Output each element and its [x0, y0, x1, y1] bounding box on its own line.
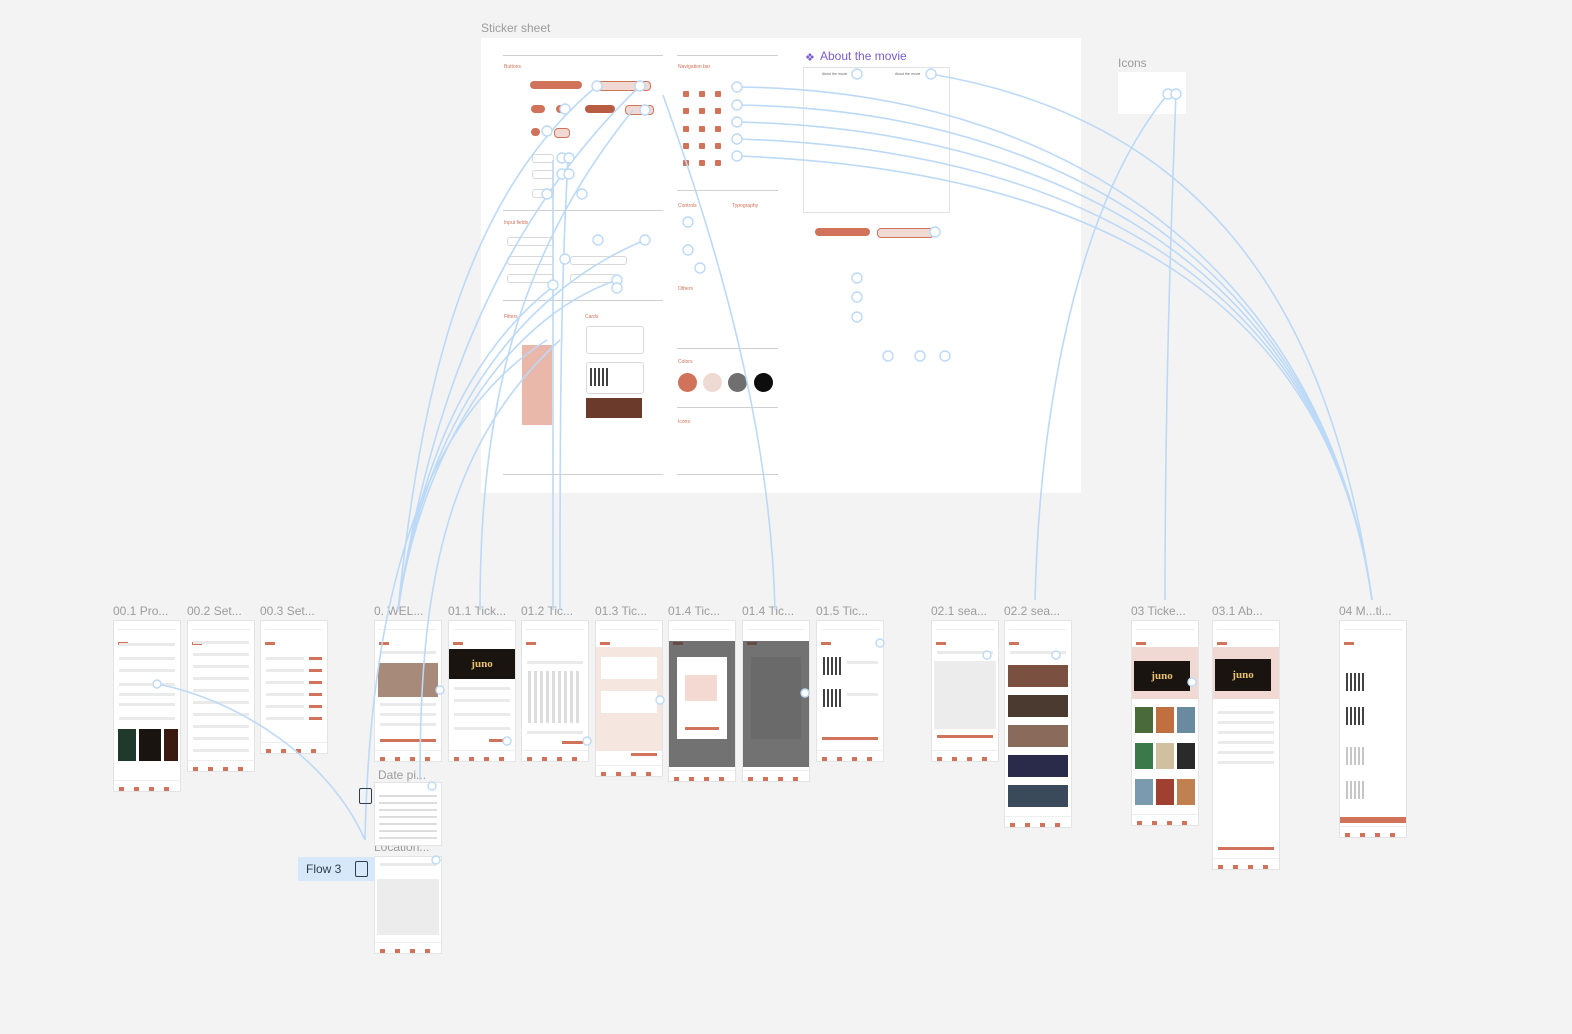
- frame-label[interactable]: 02.2 sea...: [1004, 604, 1061, 618]
- about-movie-component[interactable]: [803, 67, 950, 213]
- flow-3-label: Flow 3: [306, 862, 342, 876]
- prototype-flow-icon: [359, 788, 372, 804]
- divider: [503, 300, 663, 301]
- section-cards: Cards: [585, 314, 599, 320]
- about-movie-title[interactable]: About the movie: [820, 49, 907, 63]
- search-input-sample[interactable]: [570, 256, 627, 265]
- nav-bar-variant: [683, 84, 743, 97]
- section-buttons: Buttons: [504, 64, 521, 70]
- divider: [677, 474, 778, 475]
- nav-bar-variant: [683, 101, 743, 114]
- divider: [503, 210, 663, 211]
- screen-search-list[interactable]: [1004, 620, 1072, 828]
- frame-label[interactable]: 01.4 Tic...: [668, 604, 721, 618]
- section-filters: Filters: [504, 314, 518, 320]
- frame-label[interactable]: 00.3 Set...: [260, 604, 315, 618]
- section-others: Others: [678, 286, 694, 292]
- prototype-flow-icon: [355, 861, 368, 877]
- screen-my-tickets[interactable]: [1339, 620, 1407, 838]
- poster-title: juno: [471, 658, 493, 670]
- theater-card-sample: [586, 398, 642, 418]
- flow-3-button[interactable]: Flow 3: [298, 857, 375, 881]
- frame-label[interactable]: Date pi...: [378, 768, 427, 782]
- section-colors: Colors: [678, 359, 693, 365]
- color-swatch-light: [703, 373, 722, 392]
- frame-label[interactable]: 0. WEL...: [374, 604, 424, 618]
- filter-dropdown-sample[interactable]: [522, 345, 552, 425]
- about-movie-tab-right: About the movie: [895, 72, 921, 76]
- screen-pick-seats[interactable]: [521, 620, 589, 762]
- screen-location[interactable]: [374, 856, 442, 954]
- screen-about-movie[interactable]: juno: [1212, 620, 1280, 870]
- component-icon: ❖: [805, 52, 815, 64]
- divider: [503, 474, 663, 475]
- section-controls: Controls: [678, 203, 697, 209]
- icons-frame-label[interactable]: Icons: [1118, 56, 1147, 70]
- screen-checkout[interactable]: [595, 620, 663, 777]
- frame-label[interactable]: 01.5 Tic...: [816, 604, 869, 618]
- frame-label[interactable]: 03.1 Ab...: [1212, 604, 1263, 618]
- flow-starting-point[interactable]: [356, 786, 374, 806]
- frame-label[interactable]: 02.1 sea...: [931, 604, 988, 618]
- section-icons: Icons: [678, 419, 690, 425]
- frame-label[interactable]: 01.1 Tick...: [448, 604, 507, 618]
- icon-button-sample[interactable]: [531, 128, 540, 136]
- color-swatch-black: [754, 373, 773, 392]
- color-swatch-gray: [728, 373, 747, 392]
- divider: [677, 55, 778, 56]
- frame-label[interactable]: 01.3 Tic...: [595, 604, 648, 618]
- screen-tickets-confirmed[interactable]: [816, 620, 884, 762]
- screen-date-picker[interactable]: [374, 782, 442, 846]
- nav-bar-variant: [683, 136, 743, 149]
- qr-code: [590, 368, 608, 386]
- screen-payment-modal[interactable]: [668, 620, 736, 782]
- divider: [677, 348, 778, 349]
- small-button-sample[interactable]: [531, 105, 545, 113]
- screen-search-map[interactable]: [931, 620, 999, 762]
- confirm-button-sample[interactable]: [585, 105, 615, 113]
- sticker-sheet-frame[interactable]: [481, 38, 1081, 493]
- divider: [677, 407, 778, 408]
- sticker-sheet-label[interactable]: Sticker sheet: [481, 21, 551, 35]
- small-button-ghost[interactable]: [532, 154, 554, 163]
- reserve-tickets-button-sample[interactable]: [815, 228, 870, 236]
- frame-label[interactable]: 03 Ticke...: [1131, 604, 1186, 618]
- section-input-fields: Input fields: [504, 220, 529, 226]
- screen-movie-catalog[interactable]: juno: [1131, 620, 1199, 826]
- color-swatch-primary: [678, 373, 697, 392]
- divider: [503, 55, 663, 56]
- poster-title: juno: [1232, 668, 1254, 681]
- poster-title: juno: [1151, 670, 1173, 682]
- divider: [677, 190, 778, 191]
- frame-label[interactable]: 00.1 Pro...: [113, 604, 169, 618]
- nav-bar-variant: [683, 119, 743, 132]
- icon-button-light[interactable]: [554, 128, 570, 138]
- frame-label[interactable]: 04 M...ti...: [1339, 604, 1392, 618]
- screen-payment-loading[interactable]: [742, 620, 810, 782]
- section-typography: Typography: [732, 203, 759, 209]
- ticket-card-sample: [586, 326, 644, 354]
- section-navigation-bar: Navigation bar: [678, 64, 711, 70]
- frame-label[interactable]: 00.2 Set...: [187, 604, 242, 618]
- screen-profile[interactable]: [113, 620, 181, 792]
- frame-label[interactable]: 01.4 Tic...: [742, 604, 795, 618]
- about-movie-tab-left: About the movie: [822, 72, 848, 76]
- reserve-tickets-button-sample[interactable]: [530, 81, 582, 89]
